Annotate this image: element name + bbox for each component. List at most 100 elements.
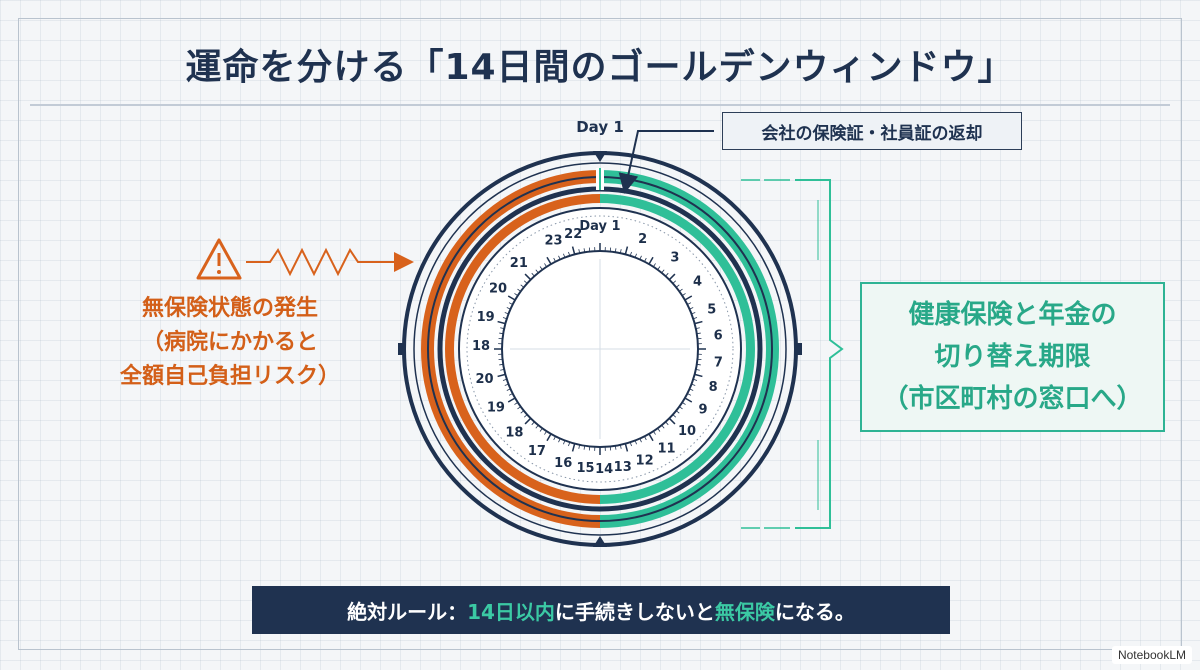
dial-tick bbox=[535, 424, 539, 429]
dial-tick bbox=[668, 273, 676, 281]
inner-day1-label: Day 1 bbox=[579, 219, 620, 234]
uninsured-warning: 無保険状態の発生 （病院にかかると 全額自己負担リスク） bbox=[80, 292, 380, 394]
dial-tick bbox=[644, 257, 647, 262]
dial-tick bbox=[691, 312, 696, 315]
day-number: 6 bbox=[714, 328, 723, 343]
dial-tick bbox=[679, 406, 683, 410]
dial-tick bbox=[553, 436, 556, 441]
rule-middle: に手続きしないと bbox=[554, 599, 715, 624]
warning-line: 無保険状態の発生 bbox=[141, 296, 318, 321]
day-number: 2 bbox=[638, 232, 647, 247]
dial-tick bbox=[539, 428, 543, 432]
dial-tick bbox=[514, 293, 519, 296]
dial-tick bbox=[578, 444, 581, 449]
day-number: 11 bbox=[657, 442, 675, 457]
dial-tick bbox=[619, 249, 622, 254]
dial-tick bbox=[665, 272, 669, 277]
dial-tick bbox=[679, 288, 683, 292]
day-number: 14 bbox=[595, 462, 613, 477]
bottom-marker-icon bbox=[593, 536, 607, 547]
dial-tick bbox=[514, 402, 519, 405]
dial-tick bbox=[499, 332, 504, 335]
dial-tick bbox=[687, 302, 692, 305]
dial-tick bbox=[558, 255, 561, 260]
day-number: 8 bbox=[709, 380, 718, 395]
dial-tick bbox=[665, 421, 669, 426]
notebooklm-brand: NotebookLM bbox=[1111, 646, 1192, 664]
dial-tick bbox=[661, 269, 665, 274]
day-number: 20 bbox=[475, 372, 493, 387]
day-number: 18 bbox=[505, 426, 523, 441]
dial-tick bbox=[693, 378, 698, 381]
dial-tick bbox=[502, 378, 507, 381]
dial-tick bbox=[672, 414, 677, 418]
dial-tick bbox=[546, 433, 552, 442]
dial-tick bbox=[578, 249, 581, 254]
dial-tick bbox=[648, 433, 654, 442]
deadline-line: 健康保険と年金の bbox=[908, 300, 1117, 330]
day-number: 13 bbox=[614, 460, 632, 475]
dial-tick bbox=[684, 295, 693, 301]
dial-tick bbox=[517, 288, 521, 292]
dial-tick bbox=[629, 251, 632, 256]
dial-tick bbox=[583, 445, 586, 450]
dial-tick bbox=[524, 273, 532, 281]
dial-tick bbox=[568, 442, 571, 447]
blueprint-frame bbox=[18, 18, 1182, 650]
dial-tick bbox=[539, 266, 543, 270]
dial-tick bbox=[648, 256, 654, 265]
dial-tick bbox=[694, 373, 703, 378]
dial-tick bbox=[661, 424, 665, 429]
dial-tick bbox=[689, 388, 694, 391]
day-number: 23 bbox=[544, 233, 562, 248]
dial-tick bbox=[499, 363, 504, 366]
dial-tick bbox=[695, 368, 700, 371]
dial-tick bbox=[634, 253, 637, 258]
dial-tick bbox=[504, 312, 509, 315]
dial-tick bbox=[504, 383, 509, 386]
dial-tick bbox=[657, 428, 661, 432]
day-number: 3 bbox=[670, 251, 679, 266]
dial-tick bbox=[507, 295, 516, 301]
rule-highlight-uninsured: 無保険 bbox=[714, 599, 775, 624]
rule-prefix: 絶対ルール： bbox=[347, 599, 468, 624]
day-number: 22 bbox=[564, 227, 582, 242]
day-number: 17 bbox=[528, 444, 546, 459]
dial-tick bbox=[563, 440, 566, 445]
dial-tick bbox=[672, 280, 677, 284]
dial-tick bbox=[668, 417, 676, 425]
deadline-line: （市区町村の窓口へ） bbox=[882, 384, 1143, 414]
dial-tick bbox=[500, 368, 505, 371]
dial-tick bbox=[644, 436, 647, 441]
day1-top-label: Day 1 bbox=[576, 118, 624, 136]
dial-tick bbox=[500, 327, 505, 330]
dial-tick bbox=[639, 255, 642, 260]
deadline-bracket bbox=[741, 179, 844, 529]
dial-tick bbox=[502, 317, 507, 320]
dial-tick bbox=[639, 438, 642, 443]
top-marker-icon bbox=[593, 151, 607, 162]
day-number: 18 bbox=[472, 339, 490, 354]
dial-tick bbox=[696, 332, 701, 335]
day-number: 16 bbox=[554, 456, 572, 471]
dial-tick bbox=[563, 253, 566, 258]
title-divider bbox=[30, 104, 1170, 106]
warning-triangle-icon bbox=[196, 238, 242, 280]
deadline-box: 健康保険と年金の 切り替え期限 （市区町村の窓口へ） bbox=[860, 282, 1165, 432]
page-title: 運命を分ける「14日間のゴールデンウィンドウ」 bbox=[185, 47, 1015, 88]
dial-tick bbox=[583, 248, 586, 253]
dial-tick bbox=[614, 248, 617, 253]
dial-tick bbox=[524, 417, 532, 425]
dial-tick bbox=[508, 393, 513, 396]
dial-tick bbox=[523, 280, 528, 284]
day-number: 4 bbox=[693, 275, 702, 290]
dial-tick bbox=[675, 410, 680, 414]
dial-tick bbox=[520, 284, 525, 288]
rule-suffix: になる。 bbox=[774, 599, 855, 624]
dial-tick bbox=[624, 246, 629, 255]
dial-tick bbox=[531, 272, 535, 277]
dial-tick bbox=[520, 410, 525, 414]
dial-tick bbox=[571, 443, 576, 452]
dial-ticks bbox=[494, 243, 706, 455]
